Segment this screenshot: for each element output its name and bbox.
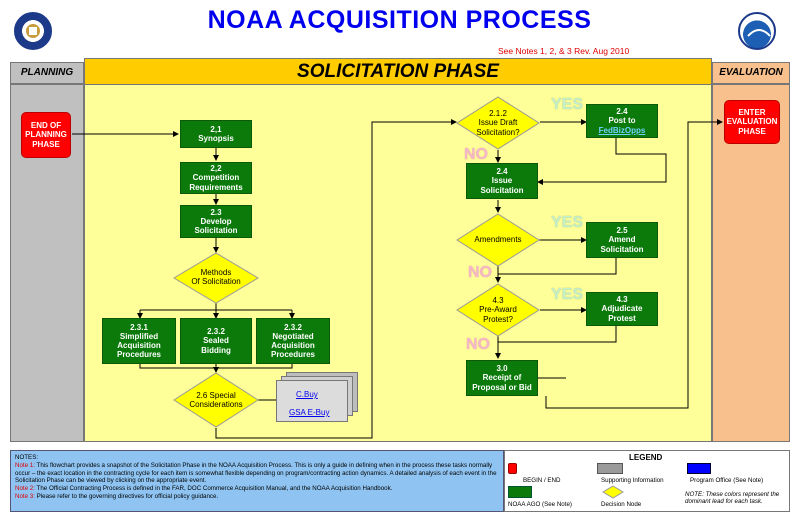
adjudicate-protest-task[interactable]: 4.3 Adjudicate Protest <box>586 292 658 326</box>
enter-evaluation-phase-node[interactable]: ENTER EVALUATION PHASE <box>724 100 780 144</box>
doc-seal-logo <box>14 12 52 50</box>
legend-begin-end-label: BEGIN / END <box>523 477 561 484</box>
legend-note: NOTE: These colors represent the dominan… <box>685 491 780 506</box>
noaa-logo <box>738 12 776 50</box>
special-considerations-diamond[interactable] <box>173 372 259 428</box>
legend-begin-end-swatch <box>508 463 517 474</box>
note-2-text: The Official Contracting Process is defi… <box>34 485 393 492</box>
fedbizopps-link[interactable]: FedBizOpps <box>598 125 646 135</box>
legend-noaa-ago-swatch <box>508 486 532 498</box>
negotiated-acquisition-task[interactable]: 2.3.2 Negotiated Acquisition Procedures <box>256 318 330 364</box>
develop-solicitation-task[interactable]: 2.3 Develop Solicitation <box>180 205 252 238</box>
amend-solicitation-task[interactable]: 2.5 Amend Solicitation <box>586 222 658 258</box>
page-subtitle: See Notes 1, 2, & 3 Rev. Aug 2010 <box>498 46 630 56</box>
yes-label: YES <box>551 214 584 231</box>
note-3-label: Note 3: <box>15 492 35 500</box>
phase-header: SOLICITATION PHASE <box>84 58 712 85</box>
receipt-of-proposal-task[interactable]: 3.0 Receipt of Proposal or Bid <box>466 360 538 396</box>
note-1-text: This flowchart provides a snapshot of th… <box>15 461 497 485</box>
legend-supporting-label: Supporting Information <box>601 477 664 484</box>
legend-program-office-label: Program Office (See Note) <box>690 477 764 484</box>
pre-award-protest-diamond[interactable] <box>456 283 540 337</box>
issue-solicitation-task[interactable]: 2.4 Issue Solicitation <box>466 163 538 199</box>
methods-of-solicitation-label: Methods Of Solicitation <box>191 267 241 286</box>
methods-of-solicitation-diamond[interactable] <box>173 252 259 304</box>
notes-heading: NOTES: <box>15 454 39 461</box>
notes-panel: NOTES: Note 1: This flowchart provides a… <box>10 450 504 512</box>
legend-noaa-ago-label: NOAA AGO (See Note) <box>508 501 572 508</box>
yes-label: YES <box>551 96 584 113</box>
page-title: NOAA ACQUISITION PROCESS <box>207 6 592 34</box>
note-1-label: Note 1: <box>15 461 35 469</box>
legend-supporting-swatch <box>597 463 623 474</box>
supporting-info-stack <box>276 372 360 424</box>
amendments-diamond[interactable] <box>456 213 540 267</box>
legend-decision-swatch <box>602 485 624 499</box>
note-3: Note 3: Please refer to the governing di… <box>15 493 499 501</box>
amendments-label: Amendments <box>474 235 522 245</box>
note-2-label: Note 2: <box>15 485 35 492</box>
legend-program-office-swatch <box>687 463 711 474</box>
note-2: Note 2: The Official Contracting Process… <box>15 485 499 493</box>
yes-label: YES <box>551 286 584 303</box>
planning-header: PLANNING <box>10 62 84 84</box>
note-1: Note 1: This flowchart provides a snapsh… <box>15 462 499 485</box>
post-to-label: 2.4 Post to <box>608 107 636 126</box>
issue-draft-solicitation-diamond[interactable] <box>456 96 540 150</box>
sealed-bidding-task[interactable]: 2.3.2 Sealed Bidding <box>180 318 252 364</box>
no-label: NO <box>466 336 490 353</box>
special-considerations-label: 2.6 Special Considerations <box>189 390 243 409</box>
synopsis-task[interactable]: 2,1 Synopsis <box>180 120 252 148</box>
gsa-ebuy-link[interactable]: GSA E-Buy <box>289 408 330 417</box>
issue-draft-solicitation-label: 2.1.2 Issue Draft Solicitation? <box>476 109 520 137</box>
competition-requirements-task[interactable]: 2,2 Competition Requirements <box>180 162 252 194</box>
evaluation-header: EVALUATION <box>712 62 790 84</box>
post-to-fedbizopps-task[interactable]: 2.4 Post to FedBizOpps <box>586 104 658 138</box>
legend-decision-label: Decision Node <box>601 501 642 508</box>
end-of-planning-node[interactable]: END OF PLANNING PHASE <box>21 112 71 158</box>
legend-panel: LEGEND BEGIN / END Supporting Informatio… <box>504 450 790 512</box>
no-label: NO <box>468 264 492 281</box>
pre-award-protest-label: 4.3 Pre-Award Protest? <box>479 296 517 324</box>
legend-title: LEGEND <box>629 453 663 462</box>
simplified-acquisition-task[interactable]: 2.3.1 Simplified Acquisition Procedures <box>102 318 176 364</box>
note-3-text: Please refer to the governing directives… <box>34 492 219 500</box>
cbuy-link[interactable]: C.Buy <box>296 390 318 399</box>
no-label: NO <box>464 146 488 163</box>
